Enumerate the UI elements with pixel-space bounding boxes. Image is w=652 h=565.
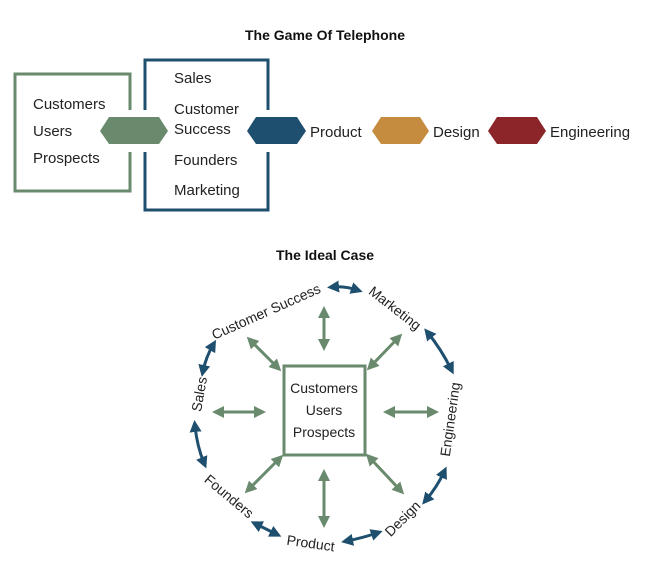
ring-arrow bbox=[189, 420, 208, 469]
ring-label-engineering: Engineering bbox=[437, 381, 463, 457]
ideal-title: The Ideal Case bbox=[276, 247, 374, 263]
spoke-arrows bbox=[212, 306, 439, 528]
ring-label-founders: Founders bbox=[201, 471, 257, 521]
center-item: Prospects bbox=[293, 424, 355, 440]
telephone-title: The Game Of Telephone bbox=[245, 27, 405, 43]
ring-arrows bbox=[189, 280, 454, 546]
users-group-box bbox=[13, 72, 132, 193]
ring-arrow bbox=[422, 466, 447, 505]
ring-label-marketing: Marketing bbox=[366, 283, 424, 333]
ring-arrow bbox=[327, 280, 363, 294]
center-item: Customers bbox=[290, 380, 358, 396]
internal-group-item: Marketing bbox=[174, 182, 240, 199]
users-group-item: Prospects bbox=[33, 150, 100, 167]
ring-arrow bbox=[424, 328, 454, 375]
center-item: Users bbox=[306, 402, 343, 418]
ring-label-product: Product bbox=[286, 532, 336, 555]
spoke-arrow bbox=[244, 454, 284, 494]
hex-connector-red bbox=[488, 117, 546, 144]
hex-connector-green bbox=[100, 117, 168, 144]
spoke-arrow bbox=[246, 336, 282, 372]
internal-group-item: Sales bbox=[174, 70, 212, 87]
chain-item-design: Design bbox=[433, 124, 480, 141]
users-group-item: Customers bbox=[33, 96, 106, 113]
internal-group-box bbox=[143, 58, 270, 212]
users-group-item: Users bbox=[33, 123, 72, 140]
ring-label-design: Design bbox=[381, 497, 423, 539]
ring-label-customer-success: Customer Success bbox=[209, 280, 323, 342]
spoke-arrow bbox=[365, 453, 405, 495]
spoke-arrow bbox=[366, 333, 403, 371]
internal-group-item: Success bbox=[174, 121, 231, 138]
chain-item-engineering: Engineering bbox=[550, 124, 630, 141]
ring-arrow bbox=[341, 529, 383, 546]
ring-label-sales: Sales bbox=[188, 375, 210, 412]
ring-arrow bbox=[250, 521, 282, 537]
chain-item-product: Product bbox=[310, 124, 363, 141]
center-box bbox=[282, 364, 367, 457]
internal-group-item: Founders bbox=[174, 152, 237, 169]
hex-connector-navy bbox=[247, 117, 306, 144]
ring-arrow bbox=[198, 339, 217, 377]
hex-connector-gold bbox=[372, 117, 429, 144]
internal-group-item: Customer bbox=[174, 101, 239, 118]
